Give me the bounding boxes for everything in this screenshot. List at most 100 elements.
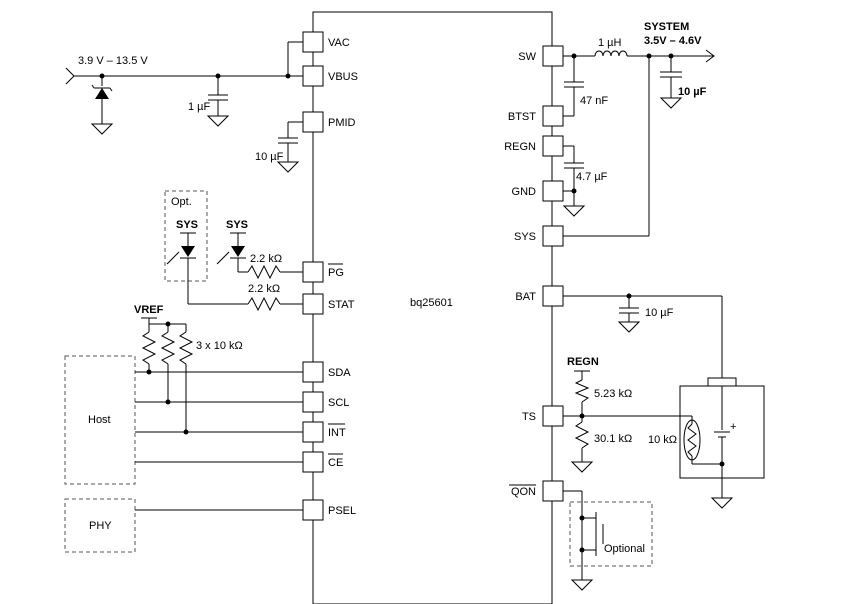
ground-icon [570,579,594,591]
pin-pg [302,261,324,283]
pin-gnd [542,180,564,202]
pin-label-regn: REGN [504,141,536,153]
opt-label: Opt. [171,196,192,208]
bat-cap-label: 10 µF [645,307,674,319]
pin-sw [542,45,564,67]
pin-label-pmid: PMID [328,117,356,129]
led2-light-arrows [216,251,230,265]
pin-sda [302,361,324,383]
pin-psel [302,499,324,521]
stat-resistor [247,296,281,312]
inductor-label: 1 µH [598,37,622,49]
pin-regn [542,135,564,157]
pin-label-sw: SW [518,51,536,63]
pullup1-resistor [141,331,157,365]
system-range-label: 3.5V – 4.6V [644,35,702,47]
pin-bat [542,285,564,307]
pin-label-stat: STAT [328,299,355,311]
thermistor-body [683,419,701,461]
pin-btst [542,105,564,127]
node-int [183,429,189,435]
pin-label-pg: PG [328,267,344,279]
phy-label: PHY [89,520,112,532]
tvs-diode-icon [95,88,109,99]
led1-light-arrows [166,251,180,265]
sys-label-led2: SYS [226,219,248,231]
pin-label-sys: SYS [514,231,536,243]
vbus-cap-label: 1 µF [188,101,211,113]
stat-res-label: 2.2 kΩ [248,283,280,295]
optional-led-box [164,190,208,282]
pin-label-bat: BAT [515,291,536,303]
optional-label: Optional [604,543,645,555]
host-label: Host [88,414,111,426]
pg-resistor [247,264,281,280]
host-block [64,355,136,485]
input-voltage-label: 3.9 V – 13.5 V [78,55,148,67]
pin-label-ts: TS [522,411,536,423]
pin-label-ce: CE [328,457,343,469]
pin-label-sda: SDA [328,367,351,379]
pin-scl [302,391,324,413]
inductor-icon [594,50,628,57]
ts-bot-resistor [574,421,590,449]
pin-stat [302,293,324,315]
pin-ce [302,451,324,473]
pin-label-vbus: VBUS [328,71,358,83]
node-bat-neg [719,461,725,467]
ground-icon [90,123,114,135]
pin-ts [542,405,564,427]
pin-label-int: INT [328,427,346,439]
input-arrow [65,67,75,85]
ground-icon [570,461,594,473]
ts-res-top-label: 5.23 kΩ [594,388,632,400]
pin-qon [542,480,564,502]
sys-label-led1: SYS [176,219,198,231]
phy-block [64,498,136,553]
pin-label-qon: QON [511,486,536,498]
ground-icon [617,321,641,333]
pin-label-psel: PSEL [328,505,356,517]
node-scl [165,399,171,405]
pin-int [302,421,324,443]
ts-res-bot-label: 30.1 kΩ [594,433,632,445]
pin-label-vac: VAC [328,37,350,49]
pullups-label: 3 x 10 kΩ [196,340,243,352]
node-vac [285,73,291,79]
system-label: SYSTEM [644,21,689,33]
node-gnd [571,188,577,194]
vref-label: VREF [134,304,164,316]
system-arrow [705,49,715,63]
pullup3-resistor [178,331,194,365]
pullup2-resistor [160,331,176,365]
pin-pmid [302,111,324,133]
ts-top-resistor [574,379,590,403]
tvs-bar-tick-r [109,87,113,92]
sys-cap-label: 10 µF [678,86,707,98]
node-sda [146,369,152,375]
led-icon [181,246,195,257]
ground-icon [206,115,230,127]
pin-label-btst: BTST [508,111,536,123]
ground-icon [276,161,300,173]
pin-vbus [302,65,324,87]
ground-icon [659,97,683,109]
pin-vac [302,31,324,53]
pin-sys [542,225,564,247]
thermistor-label: 10 kΩ [648,434,677,446]
ground-icon [710,497,734,509]
pg-res-label: 2.2 kΩ [250,253,282,265]
chip-name: bq25601 [410,297,453,309]
regn-ts-label: REGN [567,356,599,368]
pin-label-scl: SCL [328,397,349,409]
tvs-bar-tick-l [91,84,95,89]
ground-icon [562,205,586,217]
pin-label-gnd: GND [512,186,537,198]
pmid-cap-label: 10 µF [255,151,284,163]
battery-terminal [707,377,737,387]
optional-button-box [569,501,653,567]
led-icon [231,246,245,257]
btst-cap-label: 47 nF [580,95,608,107]
thermistor-icon [687,423,697,457]
